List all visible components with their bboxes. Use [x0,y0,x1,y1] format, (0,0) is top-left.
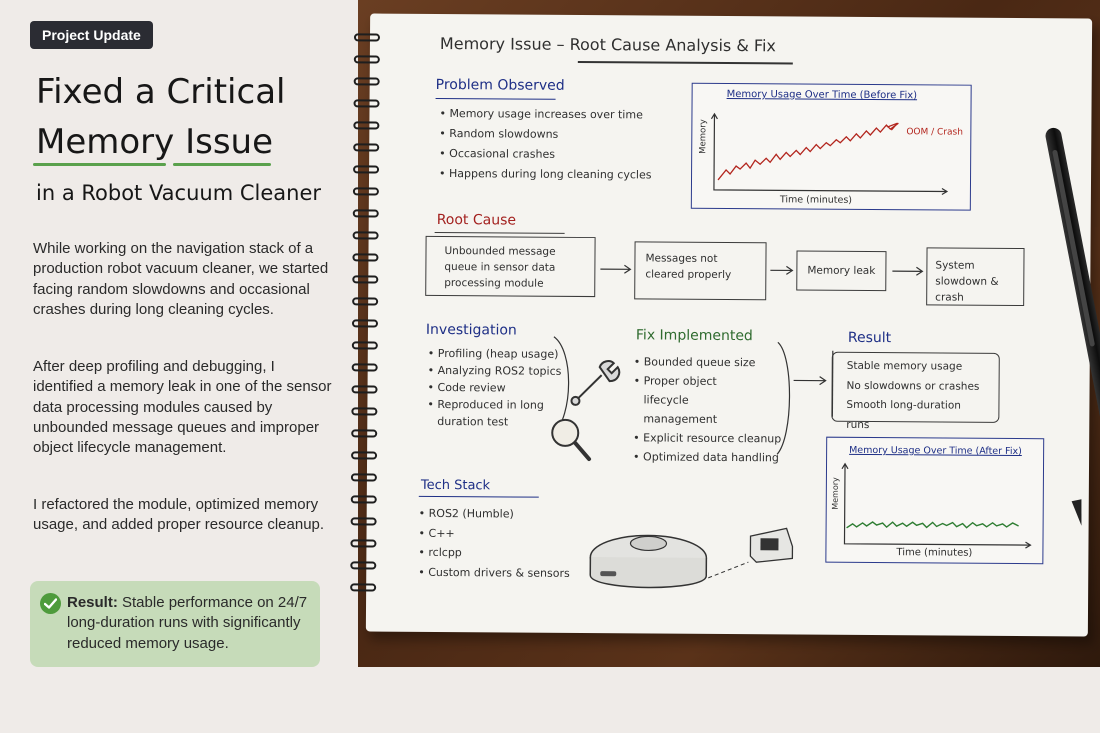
spiral-ring [353,99,380,108]
chart-before-annotation: OOM / Crash [906,127,963,138]
spiral-ring [352,275,379,284]
tech-stack-heading: Tech Stack [420,477,491,494]
result-item: No slowdowns or crashes [846,379,980,393]
left-panel: Project Update Fixed a Critical Memory I… [0,0,358,733]
chart-memory-before: Memory Usage Over Time (Before Fix) Memo… [690,82,972,211]
tech-stack-item: • C++ [418,526,455,540]
root-cause-heading-underline [434,231,565,234]
paragraph-context: While working on the navigation stack of… [33,240,329,318]
fix-item: • Proper object lifecycle management [633,374,718,426]
root-cause-box-crash: System slowdown & crash [926,247,1025,307]
tech-stack-list: • ROS2 (Humble) • C++ • rclcpp • Custom … [418,504,570,583]
notebook-page: Memory Issue – Root Cause Analysis & Fix… [350,13,1093,637]
fix-item: • Explicit resource cleanup [633,431,782,446]
spiral-ring [351,429,378,438]
fix-item: • Bounded queue size [633,355,756,370]
spiral-ring [351,363,378,372]
investigation-item: • Analyzing ROS2 topics [427,363,562,378]
spiral-ring [350,495,377,504]
result-item: Smooth long-duration runs [846,398,961,431]
problem-heading-underline [435,97,556,100]
chart-after-plot [841,462,1032,549]
headline-line-1: Fixed a Critical [36,72,286,112]
fix-heading: Fix Implemented [635,327,753,345]
spiral-ring [350,473,377,482]
problem-item: Happens during long cleaning cycles [439,164,652,185]
spiral-ring [352,297,379,306]
root-cause-box-leak: Memory leak [796,250,887,292]
chart-before-plot [710,112,949,195]
problem-heading: Problem Observed [435,76,565,94]
spiral-ring [352,209,379,218]
magnifier-icon [551,418,592,462]
result-label: Result: [67,594,118,611]
investigation-item: • Code review [427,380,506,395]
headline-line-3: in a Robot Vacuum Cleaner [36,181,321,205]
project-update-badge: Project Update [30,21,153,49]
notebook-title-underline [577,60,793,64]
spiral-ring [351,385,378,394]
tech-stack-item: • ROS2 (Humble) [418,506,514,521]
spiral-ring [350,517,377,526]
wrench-icon [570,360,621,406]
spiral-ring [353,143,380,152]
problem-item: Occasional crashes [439,144,652,165]
headline-word-issue: Issue [185,122,274,162]
problem-item: Random slowdowns [439,124,652,145]
spiral-ring [352,187,379,196]
investigation-item: • Profiling (heap usage) [427,346,559,361]
spiral-ring [351,451,378,460]
problem-item: Memory usage increases over time [439,104,652,125]
spiral-ring [350,539,377,548]
result-box: Stable memory usage No slowdowns or cras… [831,351,1000,430]
problem-list: Memory usage increases over time Random … [439,104,652,185]
spiral-ring [353,77,380,86]
check-circle-icon [40,593,61,614]
root-cause-heading: Root Cause [436,211,517,229]
root-cause-box-messages: Messages not cleared properly [634,241,767,301]
spiral-ring [351,319,379,328]
result-callout: Result: Stable performance on 24/7 long-… [30,581,320,667]
result-item: Stable memory usage [846,359,963,373]
headline-underline-issue [173,163,271,166]
fix-item: • Optimized data handling [633,450,779,465]
investigation-item: • Reproduced in long duration test [427,397,544,429]
robot-vacuum-sketch [589,527,794,589]
fix-list: • Bounded queue size • Proper object lif… [633,352,782,467]
paragraph-fix: I refactored the module, optimized memor… [33,496,325,534]
tech-stack-item: • rclcpp [418,545,462,560]
spiral-ring [350,561,377,570]
spiral-ring [351,407,378,416]
spiral-ring [352,231,379,240]
headline-line-2: Memory Issue [36,122,273,162]
spiral-ring [353,165,380,174]
headline-underline-memory [33,163,166,166]
paragraph-diagnosis: After deep profiling and debugging, I id… [33,358,332,457]
notebook-title: Memory Issue – Root Cause Analysis & Fix [439,33,776,56]
spiral-ring [353,33,381,42]
tech-stack-underline [418,495,539,498]
result-text: Stable performance on 24/7 long-duration… [67,594,308,652]
spiral-ring [352,253,379,262]
headline-word-memory: Memory [36,122,175,162]
spiral-ring [350,583,377,592]
investigation-list: • Profiling (heap usage) • Analyzing ROS… [427,345,561,431]
chart-memory-after: Memory Usage Over Time (After Fix) Memor… [825,436,1045,565]
result-heading: Result [847,329,892,347]
root-cause-box-queue: Unbounded message queue in sensor data p… [425,235,596,298]
spiral-ring [353,121,380,130]
investigation-heading: Investigation [425,321,517,339]
spiral-ring [353,55,380,64]
spiral-ring [351,341,378,350]
tech-stack-item: • Custom drivers & sensors [418,565,570,580]
